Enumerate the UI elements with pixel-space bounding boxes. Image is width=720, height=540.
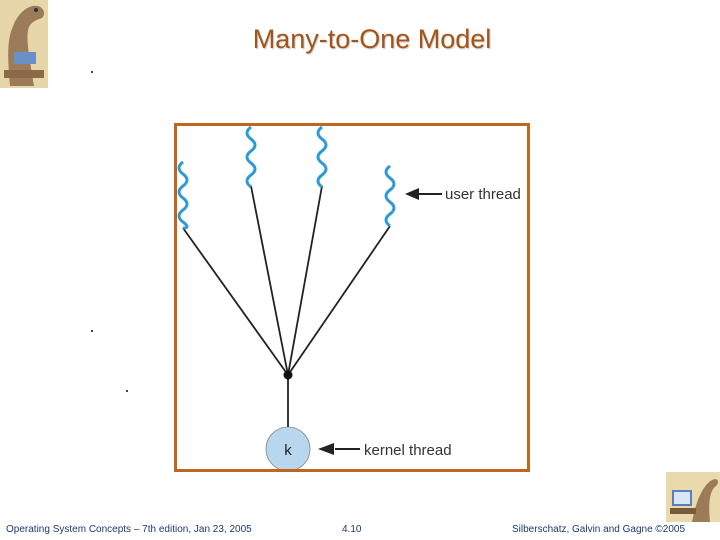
dinosaur-logo-icon: [0, 0, 48, 88]
footer-copyright: Silberschatz, Galvin and Gagne ©2005: [512, 524, 686, 535]
connector-line: [287, 185, 323, 376]
kernel-thread-node: [265, 426, 311, 469]
arrowhead-icon: [405, 188, 419, 200]
junction-dot: [283, 370, 293, 380]
user-thread-icon: [245, 126, 257, 189]
kernel-node-label: k: [284, 442, 292, 459]
dinosaur-computer-logo-icon: [666, 472, 720, 522]
connector-line: [250, 185, 289, 376]
connector-line: [287, 225, 391, 376]
slide-title: Many-to-One Model: [252, 24, 492, 54]
user-thread-icon: [177, 160, 189, 230]
connector-line: [182, 227, 289, 376]
stray-dot: [91, 71, 93, 73]
user-thread-icon: [316, 126, 328, 189]
user-thread-icon: [384, 164, 396, 228]
stray-dot: [91, 330, 93, 332]
stray-dot: [126, 390, 128, 392]
diagram-frame: [174, 123, 530, 472]
footer-page-number: 4.10: [342, 524, 362, 535]
kernel-thread-label: kernel thread: [364, 442, 452, 459]
footer-course-info: Operating System Concepts – 7th edition,…: [6, 524, 252, 535]
arrowhead-icon: [318, 443, 334, 455]
user-thread-label: user thread: [445, 186, 521, 203]
